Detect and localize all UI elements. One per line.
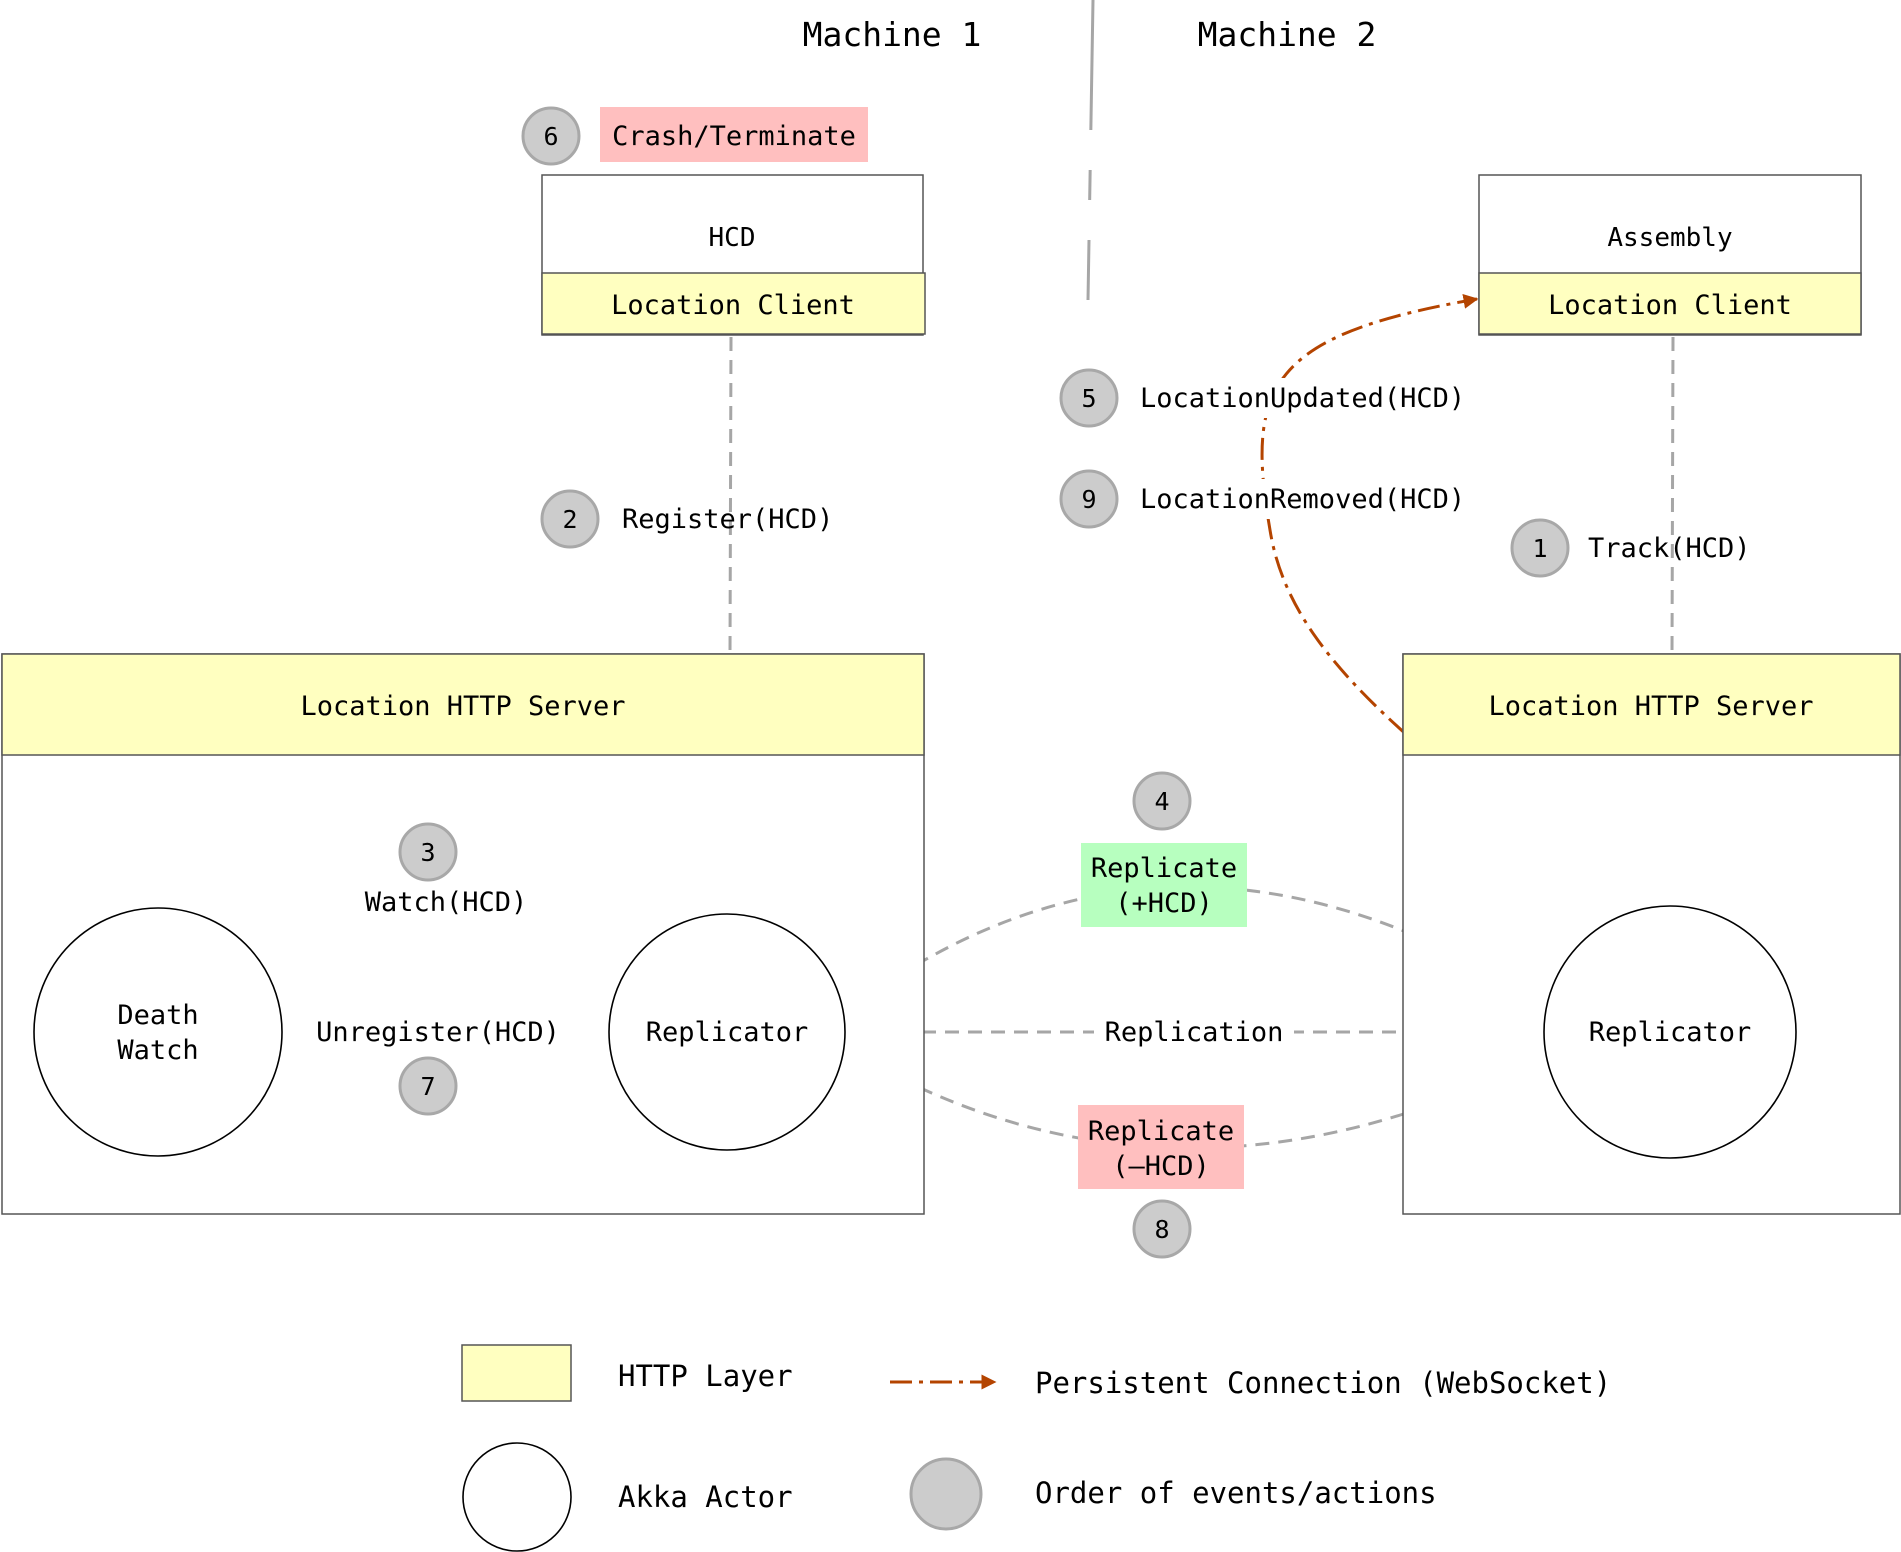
crash-terminate-highlight: [600, 107, 868, 162]
event-9-badge: [1059, 469, 1119, 529]
event-6-number: 6: [543, 122, 558, 151]
event-4-label-line-1: Replicate: [1091, 853, 1237, 884]
left-server-label: Location HTTP Server: [300, 691, 625, 722]
event-7-badge: [398, 1056, 458, 1116]
machine-1-title: Machine 1: [803, 15, 982, 54]
machine-divider: [1086, 0, 1095, 301]
event-8-label-line-2: (—HCD): [1112, 1151, 1210, 1182]
event-5-number: 5: [1081, 384, 1096, 413]
assembly-location-client-label: Location Client: [1548, 290, 1792, 321]
death-watch-actor: [33, 907, 283, 1157]
replicate-add-highlight: [1081, 843, 1247, 927]
legend-http-layer-label: HTTP Layer: [618, 1359, 793, 1393]
event-3-badge: [398, 822, 458, 882]
right-server-label: Location HTTP Server: [1488, 691, 1813, 722]
event-5-badge: [1059, 368, 1119, 428]
left-server-http-layer: [1, 653, 925, 756]
death-watch-label-line-2: Watch: [117, 1035, 198, 1066]
event-8-badge: [1132, 1199, 1192, 1259]
replication-label: Replication: [1105, 1017, 1284, 1048]
legend-akka-actor-label: Akka Actor: [618, 1480, 793, 1514]
event-6-label: Crash/Terminate: [612, 121, 856, 152]
left-replicator-actor: [608, 913, 846, 1151]
event-5-label: LocationUpdated(HCD): [1140, 383, 1465, 414]
assembly-label: Assembly: [1607, 223, 1732, 253]
register-arrow: [728, 336, 733, 656]
legend-http-layer-swatch: [461, 1344, 572, 1402]
left-replicator-label: Replicator: [646, 1017, 809, 1048]
event-3-number: 3: [420, 838, 435, 867]
hcd-location-client-label: Location Client: [611, 290, 855, 321]
event-2-label: Register(HCD): [622, 504, 833, 535]
event-1-badge: [1510, 518, 1570, 578]
machine-2-title: Machine 2: [1198, 15, 1377, 54]
event-4-number: 4: [1154, 787, 1169, 816]
legend-persistent-connection-label: Persistent Connection (WebSocket): [1035, 1366, 1611, 1400]
event-9-label: LocationRemoved(HCD): [1140, 484, 1465, 515]
right-replicator-actor: [1543, 905, 1797, 1159]
assembly-location-client-box: [1478, 272, 1862, 335]
right-replicator-label: Replicator: [1589, 1017, 1752, 1048]
event-4-label-line-2: (+HCD): [1115, 888, 1213, 919]
event-7-label: Unregister(HCD): [316, 1017, 560, 1048]
event-8-label-line-1: Replicate: [1088, 1116, 1234, 1147]
legend-akka-actor-swatch: [462, 1442, 572, 1552]
hcd-location-client-box: [541, 272, 926, 335]
event-6-badge: [521, 106, 581, 166]
event-4-badge: [1132, 771, 1192, 831]
replicate-remove-highlight: [1078, 1105, 1244, 1189]
hcd-label: HCD: [709, 223, 756, 253]
event-8-number: 8: [1154, 1215, 1169, 1244]
event-2-badge: [540, 489, 600, 549]
event-1-label: Track(HCD): [1588, 533, 1751, 564]
track-arrow: [1670, 336, 1675, 656]
event-9-number: 9: [1081, 485, 1096, 514]
event-7-number: 7: [420, 1072, 435, 1101]
event-1-number: 1: [1532, 534, 1547, 563]
legend-order-badge: [909, 1457, 983, 1531]
legend-order-label: Order of events/actions: [1035, 1476, 1437, 1510]
right-server-http-layer: [1402, 653, 1901, 756]
event-3-label: Watch(HCD): [365, 887, 528, 918]
event-2-number: 2: [562, 505, 577, 534]
death-watch-label-line-1: Death: [117, 1000, 198, 1031]
